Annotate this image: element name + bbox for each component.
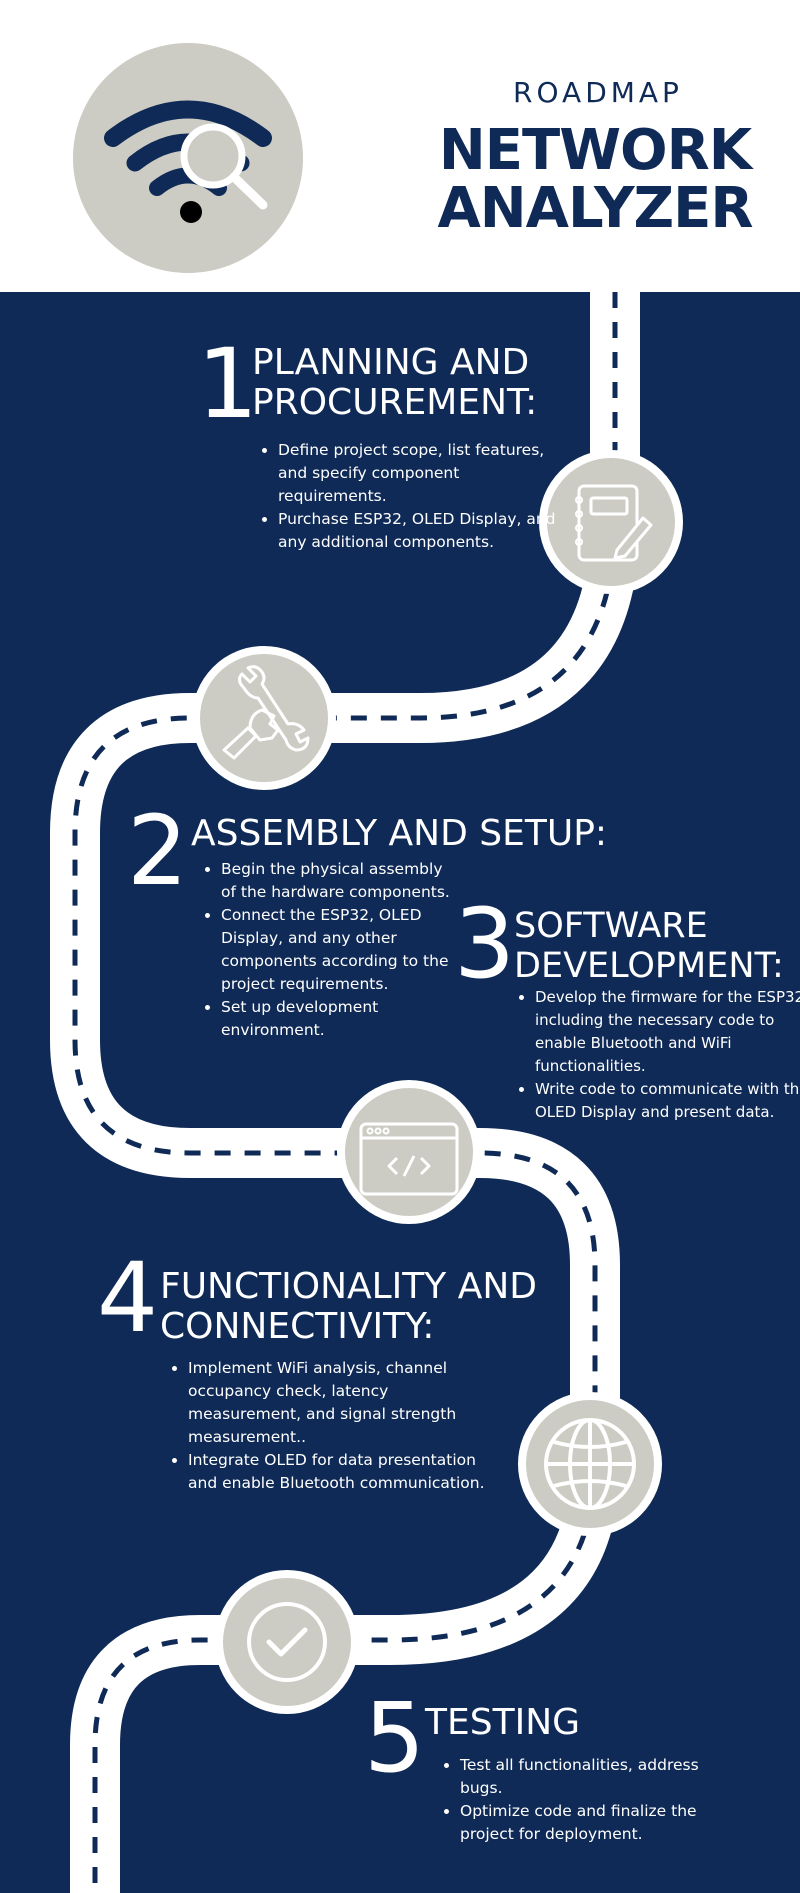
step-1-bullet: Purchase ESP32, OLED Display, and any ad… bbox=[278, 508, 564, 554]
step-4-bullet: Integrate OLED for data presentation and… bbox=[188, 1449, 506, 1495]
step-3-bullets: Develop the firmware for the ESP32, incl… bbox=[513, 986, 800, 1124]
step-4-title-line-1: FUNCTIONALITY AND bbox=[160, 1266, 537, 1307]
step-2-bullet: Set up development environment. bbox=[221, 996, 453, 1042]
notebook-pencil-icon bbox=[575, 484, 653, 562]
step-2-bullets: Begin the physical assembly of the hardw… bbox=[199, 858, 453, 1042]
step-4-bullets: Implement WiFi analysis, channel occupan… bbox=[166, 1357, 506, 1495]
step-3-bullet: Write code to communicate with the OLED … bbox=[535, 1078, 800, 1124]
step-5-bullet: Optimize code and finalize the project f… bbox=[460, 1800, 732, 1846]
step-3-bullet: Develop the firmware for the ESP32, incl… bbox=[535, 986, 800, 1078]
roadmap-eyebrow: ROADMAP bbox=[513, 76, 683, 109]
step-3-title-line-2: DEVELOPMENT: bbox=[514, 946, 784, 986]
step-1-bullet: Define project scope, list features, and… bbox=[278, 439, 564, 508]
title-line-2: ANALYZER bbox=[437, 176, 753, 241]
step-5-bullet: Test all functionalities, address bugs. bbox=[460, 1754, 732, 1800]
step-5-title: TESTING bbox=[425, 1703, 580, 1743]
step-3-stop bbox=[337, 1080, 481, 1224]
step-4-title: FUNCTIONALITY AND CONNECTIVITY: bbox=[160, 1267, 537, 1347]
code-window-icon bbox=[359, 1122, 459, 1196]
step-2-title-line-1: ASSEMBLY AND SETUP: bbox=[191, 813, 608, 854]
step-1-stop bbox=[539, 450, 683, 594]
globe-icon bbox=[544, 1418, 636, 1510]
step-2-stop bbox=[192, 646, 336, 790]
step-2-bullet: Connect the ESP32, OLED Display, and any… bbox=[221, 904, 453, 996]
checkmark-icon bbox=[247, 1602, 327, 1682]
step-3-number: 3 bbox=[454, 888, 516, 1000]
step-4-number: 4 bbox=[97, 1242, 159, 1354]
step-2-title: ASSEMBLY AND SETUP: bbox=[191, 814, 607, 854]
step-3-title: SOFTWARE DEVELOPMENT: bbox=[514, 906, 784, 986]
step-5-title-line-1: TESTING bbox=[425, 1702, 581, 1743]
wifi-magnifier-icon bbox=[104, 100, 272, 223]
step-2-number: 2 bbox=[127, 795, 189, 907]
step-5-bullets: Test all functionalities, address bugs. … bbox=[438, 1754, 732, 1846]
hand-wrench-icon bbox=[222, 665, 310, 760]
step-4-bullet: Implement WiFi analysis, channel occupan… bbox=[188, 1357, 506, 1449]
step-1-title-line-1: PLANNING AND bbox=[252, 342, 530, 383]
step-2-bullet: Begin the physical assembly of the hardw… bbox=[221, 858, 453, 904]
logo bbox=[73, 43, 303, 273]
step-4-title-line-2: CONNECTIVITY: bbox=[160, 1306, 435, 1347]
step-1-title: PLANNING AND PROCUREMENT: bbox=[252, 343, 537, 423]
step-3-title-line-1: SOFTWARE bbox=[514, 906, 708, 946]
step-5-stop bbox=[215, 1570, 359, 1714]
page-title: NETWORK ANALYZER bbox=[430, 122, 760, 238]
step-1-title-line-2: PROCUREMENT: bbox=[252, 382, 538, 423]
step-1-bullets: Define project scope, list features, and… bbox=[256, 439, 564, 554]
title-line-1: NETWORK bbox=[438, 118, 752, 183]
step-5-number: 5 bbox=[364, 1682, 426, 1794]
step-4-stop bbox=[518, 1392, 662, 1536]
step-1-number: 1 bbox=[197, 328, 259, 440]
